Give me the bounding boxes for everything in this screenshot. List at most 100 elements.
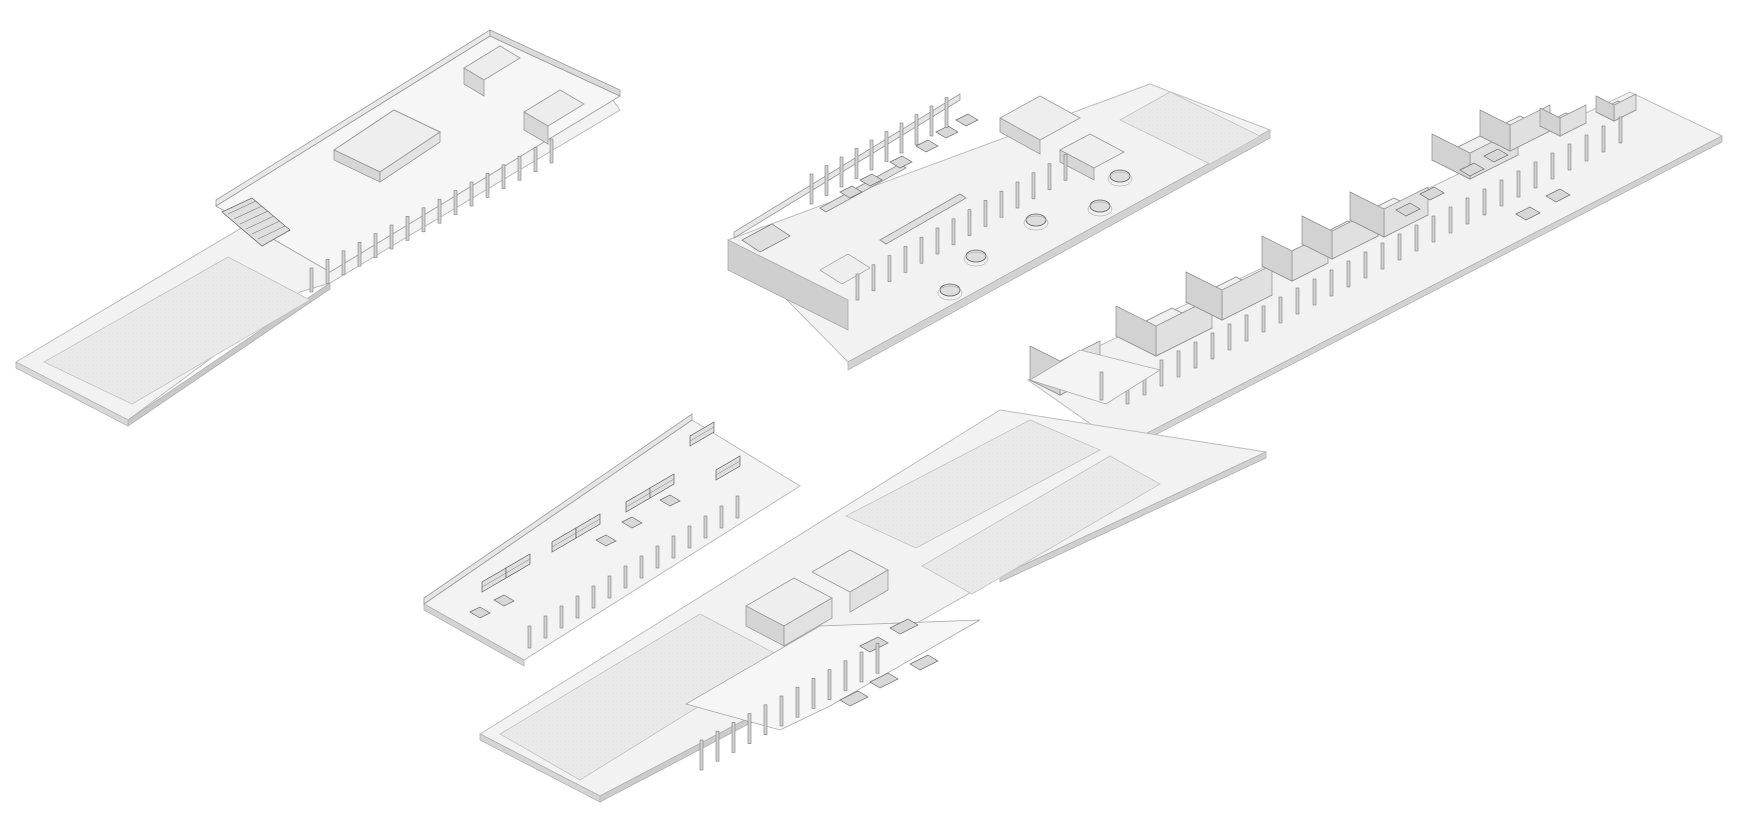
facade-column — [869, 139, 874, 171]
round-table — [1089, 199, 1111, 213]
level-upper-middle — [727, 83, 1272, 371]
facade-column — [1601, 125, 1606, 153]
facade-column — [687, 525, 692, 549]
facade-column — [811, 678, 816, 709]
facade-column — [1244, 314, 1249, 342]
shelf-line — [715, 460, 741, 476]
table-chairs — [1107, 171, 1133, 187]
room-wall — [1261, 235, 1293, 282]
facade-columns — [809, 97, 1068, 301]
facade-column — [575, 595, 580, 619]
room-wall — [1539, 107, 1561, 137]
facade-column — [1329, 269, 1334, 297]
facade-column — [871, 264, 876, 292]
table — [889, 618, 919, 635]
facade-column — [527, 625, 532, 649]
facade-column — [854, 148, 859, 179]
facade-column — [1584, 134, 1589, 162]
facade-columns — [699, 371, 1104, 771]
table — [595, 534, 617, 547]
work-tables — [839, 618, 939, 707]
facade-column — [1567, 143, 1572, 171]
facade-column — [655, 545, 660, 569]
facade-column — [935, 227, 940, 255]
rear-wall — [489, 29, 621, 97]
round-table — [1109, 169, 1131, 183]
table — [955, 113, 979, 127]
facade-column — [543, 615, 548, 639]
slab-edge — [847, 129, 1271, 371]
slab-edge — [423, 603, 525, 667]
facade-column — [373, 233, 378, 258]
table — [839, 690, 869, 707]
stair — [741, 223, 791, 253]
table — [889, 155, 913, 169]
facade-column — [731, 722, 736, 753]
facade-column — [533, 147, 538, 172]
level-lower-left — [423, 413, 801, 667]
table — [621, 516, 643, 529]
room-wall — [1115, 305, 1157, 357]
slab-edge — [127, 282, 331, 427]
facade-column — [1380, 242, 1385, 270]
facade-column — [795, 686, 800, 718]
facade-column — [899, 122, 904, 154]
facade-column — [501, 164, 506, 190]
table — [1483, 148, 1509, 163]
level-middle-right — [1027, 91, 1724, 453]
facade-column — [405, 216, 410, 241]
facade-columns — [309, 138, 554, 293]
stair — [221, 197, 291, 247]
facade-column — [639, 555, 644, 579]
facade-column — [967, 209, 972, 236]
facade-column — [1618, 116, 1623, 144]
facade-column — [1363, 251, 1368, 279]
room-wall — [1185, 271, 1223, 321]
facade-column — [944, 97, 949, 128]
room-wall — [1595, 95, 1615, 122]
facade-column — [559, 605, 564, 629]
facade-column — [1397, 233, 1402, 261]
slab-edge — [999, 451, 1267, 583]
facade-column — [437, 198, 442, 224]
slab-edge — [727, 239, 849, 331]
facade-columns — [527, 495, 740, 649]
round-table — [965, 249, 987, 263]
round-table — [1025, 213, 1047, 227]
facade-column — [827, 669, 832, 700]
facade-column — [855, 273, 860, 301]
shelf-line — [689, 426, 715, 442]
interior-floor — [1029, 349, 1162, 405]
facade-column — [1550, 152, 1555, 180]
facade-column — [884, 131, 889, 162]
rear-wall — [423, 413, 693, 605]
room-wall — [1431, 133, 1471, 180]
facade-column — [824, 165, 829, 196]
table — [1515, 206, 1541, 221]
facade-column — [591, 585, 596, 609]
shelf-line — [551, 532, 577, 548]
table — [859, 173, 883, 187]
facade-column — [1516, 170, 1521, 198]
facade-column — [859, 651, 864, 683]
room — [819, 253, 871, 285]
facade-column — [875, 642, 880, 674]
bookshelves — [469, 421, 741, 619]
table-chairs — [937, 285, 963, 301]
table-chairs — [963, 251, 989, 267]
facade-column — [341, 250, 346, 276]
facade-column — [903, 246, 908, 273]
terrace-deck — [845, 419, 1101, 549]
facade-column — [1431, 215, 1436, 243]
facade-column — [1176, 350, 1181, 378]
facade-column — [1031, 172, 1036, 200]
facade-column — [951, 218, 956, 246]
table-chairs — [1087, 201, 1113, 217]
terrace-deck — [43, 256, 311, 405]
facade-column — [485, 173, 490, 198]
facade-column — [839, 156, 844, 188]
table — [859, 636, 889, 653]
facade-column — [453, 190, 458, 215]
